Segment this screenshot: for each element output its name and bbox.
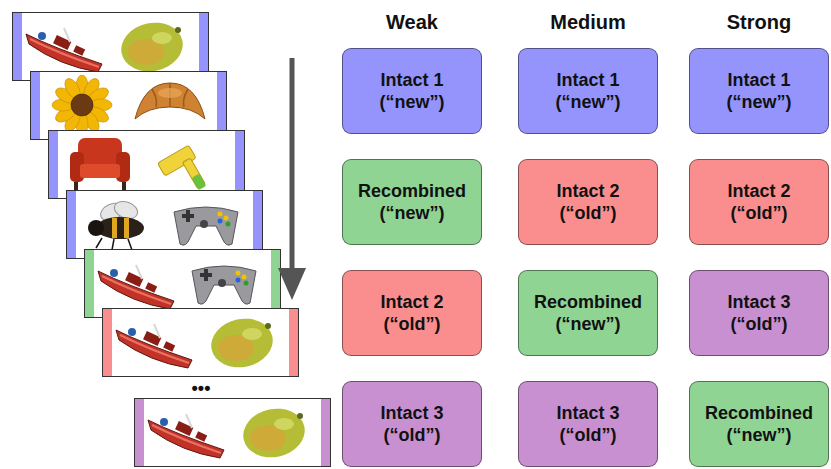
column-heading: Weak bbox=[342, 12, 482, 32]
box-label: Intact 3 (“old”) bbox=[700, 291, 818, 335]
stimulus-card bbox=[31, 72, 227, 140]
condition-box: Recombined (“new”) bbox=[518, 270, 658, 356]
box-label: Intact 2 (“old”) bbox=[529, 180, 647, 224]
box-label: Intact 2 (“old”) bbox=[353, 291, 471, 335]
box-label: Recombined (“new”) bbox=[353, 180, 471, 224]
ellipsis-mark: ••• bbox=[176, 379, 226, 397]
condition-box: Intact 2 (“old”) bbox=[342, 270, 482, 356]
condition-box: Recombined (“new”) bbox=[342, 159, 482, 245]
column-heading: Strong bbox=[689, 12, 829, 32]
condition-box: Intact 1 (“new”) bbox=[518, 48, 658, 134]
condition-box: Intact 2 (“old”) bbox=[689, 159, 829, 245]
condition-box: Recombined (“new”) bbox=[689, 381, 829, 467]
stimulus-card bbox=[85, 250, 281, 318]
condition-box: Intact 1 (“new”) bbox=[689, 48, 829, 134]
box-label: Intact 2 (“old”) bbox=[700, 180, 818, 224]
condition-box: Intact 1 (“new”) bbox=[342, 48, 482, 134]
condition-box: Intact 2 (“old”) bbox=[518, 159, 658, 245]
condition-box: Intact 3 (“old”) bbox=[342, 381, 482, 467]
box-label: Recombined (“new”) bbox=[529, 291, 647, 335]
time-arrow bbox=[278, 58, 306, 300]
condition-box: Intact 3 (“old”) bbox=[518, 381, 658, 467]
condition-box: Intact 3 (“old”) bbox=[689, 270, 829, 356]
box-label: Intact 3 (“old”) bbox=[353, 402, 471, 446]
stimulus-card bbox=[135, 399, 331, 467]
box-label: Intact 1 (“new”) bbox=[700, 69, 818, 113]
box-label: Intact 1 (“new”) bbox=[529, 69, 647, 113]
box-label: Intact 1 (“new”) bbox=[353, 69, 471, 113]
stimulus-card bbox=[67, 191, 263, 259]
column-heading: Medium bbox=[518, 12, 658, 32]
box-label: Recombined (“new”) bbox=[700, 402, 818, 446]
stimulus-card bbox=[103, 309, 299, 377]
box-label: Intact 3 (“old”) bbox=[529, 402, 647, 446]
stimulus-card bbox=[13, 13, 209, 81]
